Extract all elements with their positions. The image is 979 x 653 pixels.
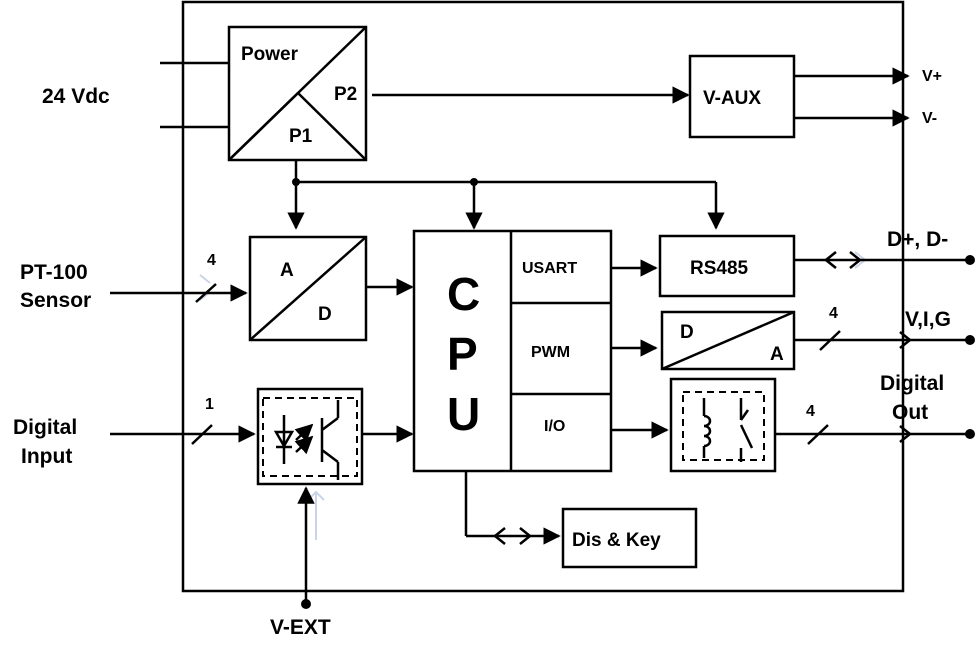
- rs485-label: RS485: [690, 258, 749, 279]
- cpu-letter-u: U: [447, 388, 480, 440]
- cpu-letter-c: C: [447, 268, 480, 320]
- adc-a-label: A: [280, 260, 294, 281]
- relay-icon: [702, 398, 754, 462]
- digital-in-label-line2: Input: [21, 445, 72, 468]
- digital-out-label-line1: Digital: [880, 372, 944, 395]
- supply-input: 24 Vdc: [42, 61, 229, 129]
- vext-input: V-EXT: [270, 486, 331, 639]
- vaux-block: V-AUX V+ V-: [688, 54, 942, 139]
- power-block: Power P2 P1: [227, 25, 368, 162]
- digital-input: Digital Input 1: [13, 396, 256, 468]
- digital-output: 4 Digital Out: [775, 372, 975, 445]
- rs485-output: D+, D-: [794, 228, 975, 269]
- vext-label: V-EXT: [270, 616, 331, 639]
- relay-isolation-outline: [682, 391, 765, 461]
- optocoupler-block: [256, 387, 364, 486]
- display-keypad-block: Dis & Key: [561, 507, 698, 569]
- digital-in-label-line1: Digital: [13, 416, 77, 439]
- vminus-label: V-: [922, 110, 937, 127]
- adc-d-label: D: [318, 304, 332, 325]
- cpu-block: C P U USART PWM I/O: [412, 229, 613, 473]
- sensor-bus-width: 4: [207, 252, 216, 269]
- pwm-label: PWM: [531, 344, 570, 361]
- vaux-label: V-AUX: [703, 88, 761, 109]
- analog-bus-width: 4: [829, 305, 838, 322]
- adc-block: A D: [248, 235, 368, 342]
- usart-label: USART: [522, 260, 577, 277]
- analog-output-label: V,I,G: [905, 308, 951, 331]
- sensor-label-line1: PT-100: [20, 261, 88, 284]
- sensor-input: PT-100 Sensor 4: [20, 252, 248, 312]
- sensor-label-line2: Sensor: [20, 289, 91, 312]
- power-label: Power: [241, 44, 299, 65]
- vplus-label: V+: [922, 68, 942, 85]
- optocoupler-isolation-outline: [262, 397, 358, 477]
- dac-a-label: A: [770, 344, 784, 365]
- p1-power-bus: [287, 160, 725, 230]
- digital-out-label-line2: Out: [892, 401, 928, 424]
- dis-key-label: Dis & Key: [572, 530, 661, 551]
- module-enclosure: [181, 0, 905, 593]
- analog-output: 4 V,I,G: [794, 305, 975, 351]
- rs485-block: RS485: [658, 234, 796, 298]
- cpu-to-display-link: [464, 471, 561, 545]
- dac-block: D A: [660, 310, 796, 371]
- digital-out-bus-width: 4: [806, 403, 815, 420]
- cpu-letter-p: P: [447, 328, 478, 380]
- io-label: I/O: [544, 418, 565, 435]
- rs485-lines-label: D+, D-: [887, 228, 948, 251]
- digital-in-bus-width: 1: [205, 396, 214, 413]
- dac-d-label: D: [680, 322, 694, 343]
- relay-block: [669, 377, 777, 473]
- supply-label: 24 Vdc: [42, 85, 110, 108]
- p1-label: P1: [289, 126, 313, 147]
- optocoupler-icon: [273, 400, 340, 480]
- p2-label: P2: [334, 84, 357, 105]
